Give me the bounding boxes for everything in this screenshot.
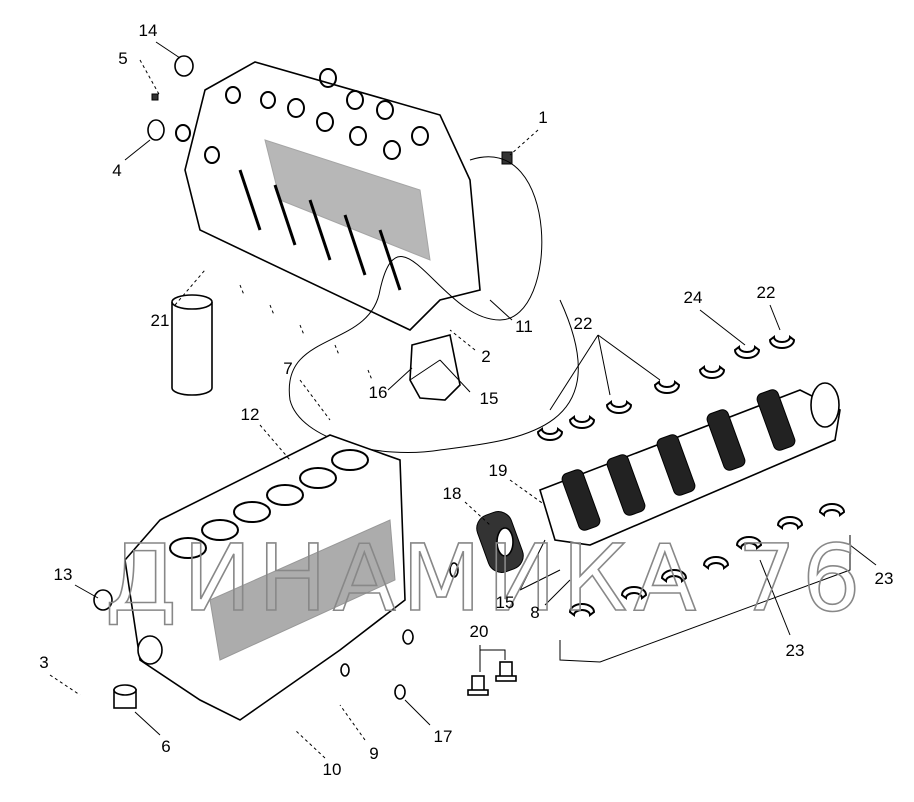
callout-19: 19 xyxy=(489,461,508,480)
leader-lines xyxy=(49,41,877,759)
callout-22b: 22 xyxy=(757,283,776,302)
plug-1 xyxy=(501,151,513,165)
plug xyxy=(449,562,459,578)
callout-21: 21 xyxy=(151,311,170,330)
callout-11: 11 xyxy=(515,317,533,336)
callout-23: 23 xyxy=(875,569,894,588)
callout-1: 1 xyxy=(538,108,547,127)
upper-bearing-shells xyxy=(536,335,796,441)
bolts xyxy=(467,661,517,696)
plug xyxy=(340,663,350,677)
callout-2: 2 xyxy=(481,347,490,366)
upper-cylinder-block xyxy=(175,61,481,331)
callout-10: 10 xyxy=(323,760,342,779)
callout-6: 6 xyxy=(161,737,170,756)
ring-seal-13 xyxy=(93,589,113,611)
callout-14: 14 xyxy=(139,21,158,40)
callout-18: 18 xyxy=(443,484,462,503)
callout-24: 24 xyxy=(684,288,703,307)
callout-23b: 23 xyxy=(786,641,805,660)
callout-13: 13 xyxy=(54,565,73,584)
seal-line xyxy=(288,156,579,453)
callout-12: 12 xyxy=(241,405,260,424)
plug-17b xyxy=(402,629,414,645)
callout-8: 8 xyxy=(530,603,539,622)
plug-5 xyxy=(151,93,159,101)
lower-cylinder-block xyxy=(124,434,406,721)
plug-17 xyxy=(394,684,406,700)
lower-bearing-shells xyxy=(568,503,846,617)
cylinder-liner xyxy=(171,294,213,396)
callout-4: 4 xyxy=(112,161,121,180)
watermark: ДИНАМИКА 76 xyxy=(105,525,867,632)
callout-5: 5 xyxy=(118,49,127,68)
callout-9: 9 xyxy=(369,744,378,763)
callout-15: 15 xyxy=(480,389,499,408)
ring-seal-14 xyxy=(174,55,194,77)
crankshaft-gear xyxy=(476,511,524,573)
ring-seal-4 xyxy=(147,119,165,141)
callout-22: 22 xyxy=(574,314,593,333)
cup-plug-6 xyxy=(113,684,137,709)
bearing-cap xyxy=(409,334,461,401)
callout-16: 16 xyxy=(369,383,388,402)
callout-labels: 14 5 4 1 21 11 22 24 22 2 7 15 16 12 19 … xyxy=(39,21,893,779)
callout-3: 3 xyxy=(39,653,48,672)
callout-7: 7 xyxy=(283,359,292,378)
callout-15b: 15 xyxy=(496,593,515,612)
callout-17: 17 xyxy=(434,727,453,746)
callout-20: 20 xyxy=(470,622,489,641)
crankshaft xyxy=(539,382,841,546)
